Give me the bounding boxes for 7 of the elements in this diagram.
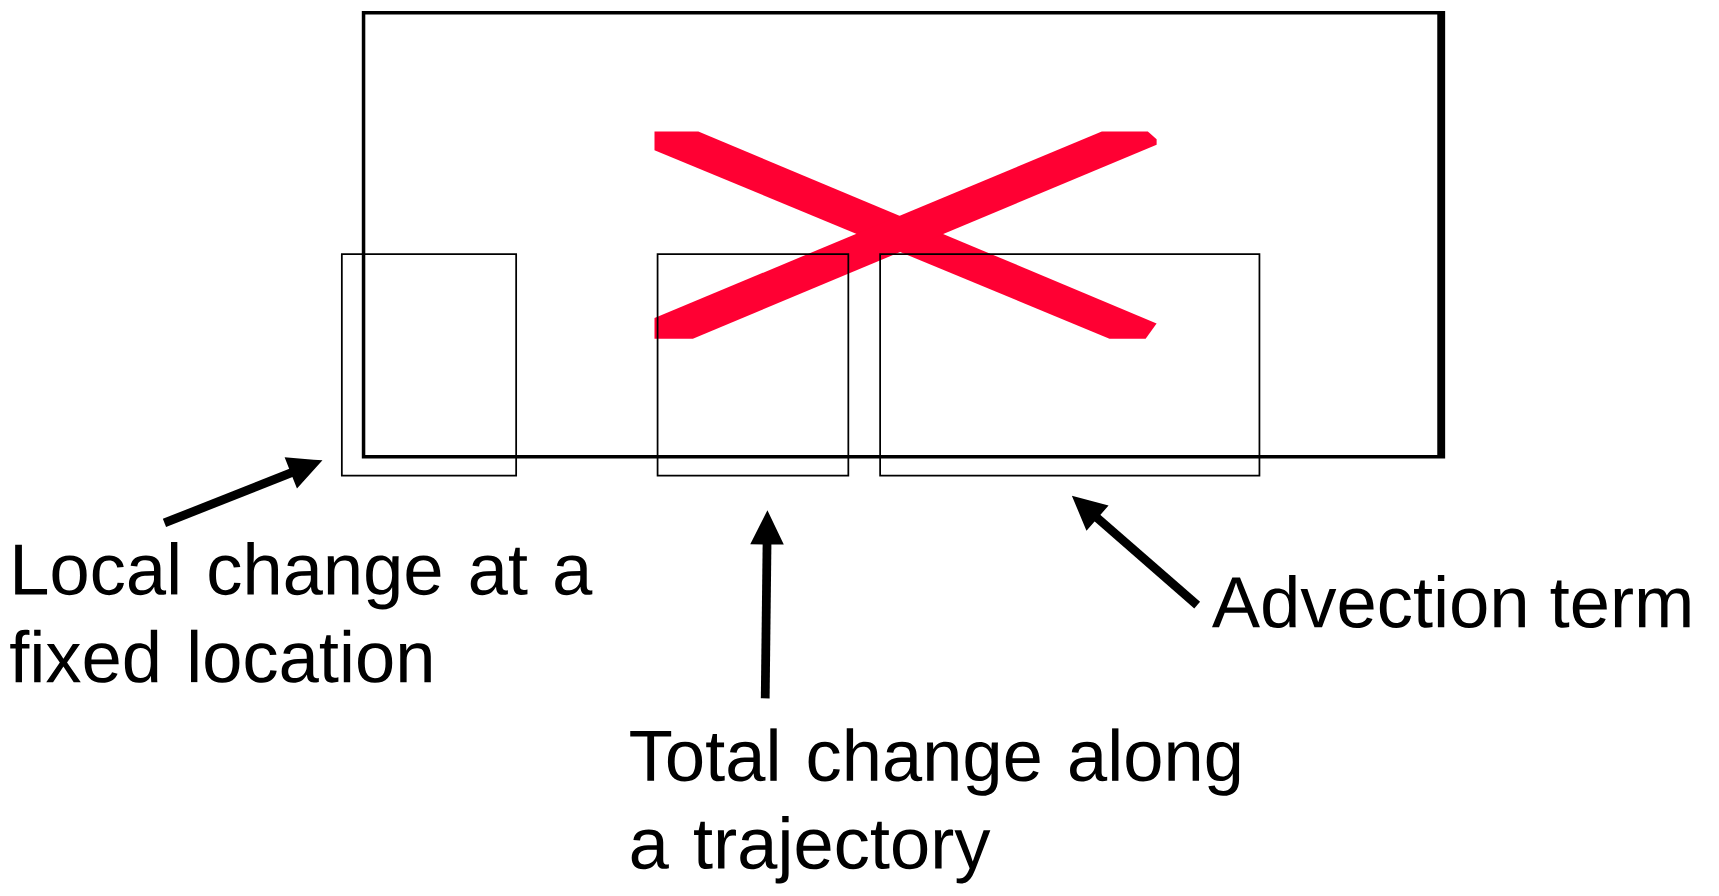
frame-box	[361, 11, 1446, 459]
outline-box	[340, 253, 518, 477]
caption-text: Local change at a fixed location	[10, 542, 593, 684]
outline-box	[656, 253, 850, 477]
caption-text: Total change along a trajectory	[630, 728, 1240, 884]
outline-box	[879, 253, 1261, 477]
caption-text: Advection term	[1212, 575, 1690, 629]
